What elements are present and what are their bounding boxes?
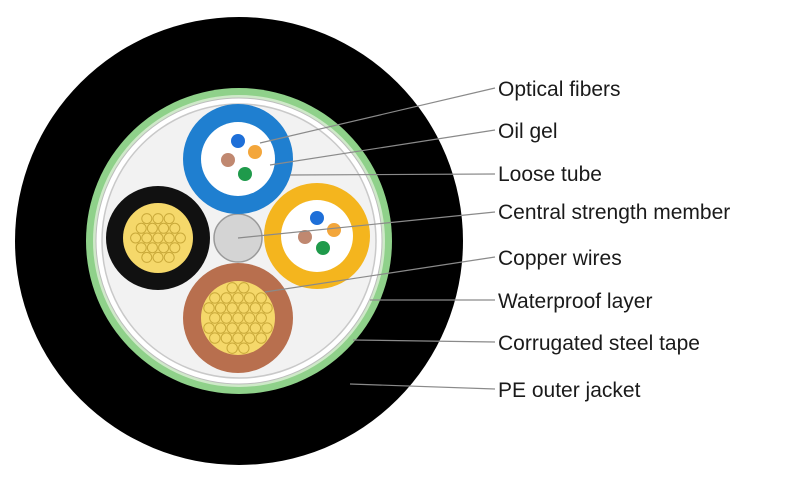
- fiber-blue: [231, 134, 245, 148]
- copper-wire-strand: [226, 322, 238, 334]
- leader-copper-wires: [264, 256, 496, 293]
- copper-wire-strand: [255, 292, 267, 304]
- copper-wire-strand: [214, 322, 227, 334]
- copper-wires: [130, 213, 186, 263]
- copper-wire-strand: [203, 302, 215, 314]
- copper-wire-strand: [174, 232, 186, 244]
- copper-wire-strand: [232, 292, 244, 304]
- copper-wire-strand: [243, 292, 256, 304]
- copper-wire-strand: [238, 302, 250, 314]
- copper-wire-strand: [238, 322, 250, 334]
- leader-loose-tube: [289, 173, 496, 176]
- label-oil-gel: Oil gel: [498, 120, 558, 143]
- copper-wire-strand: [261, 322, 273, 334]
- copper-wire-strand: [146, 222, 158, 234]
- label-copper-wires: Copper wires: [498, 247, 622, 270]
- fiber-brown: [221, 153, 235, 167]
- copper-wire-strand: [243, 332, 256, 344]
- copper-wire-strand: [141, 232, 153, 244]
- copper-wire-strand: [209, 292, 221, 304]
- fiber-green: [316, 241, 330, 255]
- copper-wire-strand: [158, 222, 170, 234]
- copper-wire-strand: [130, 232, 142, 244]
- copper-wire-strand: [220, 332, 233, 344]
- fiber-green: [238, 167, 252, 181]
- copper-wire-strand: [220, 312, 233, 324]
- copper-wire-strand: [146, 242, 158, 254]
- copper-wire-strand: [249, 302, 262, 314]
- fiber-orange: [327, 223, 341, 237]
- copper-wire-strand: [141, 213, 153, 225]
- copper-wire-strand: [135, 242, 147, 254]
- copper-wire-strand: [169, 222, 181, 234]
- copper-wire-strand: [169, 242, 181, 254]
- copper-wire-strand: [158, 242, 170, 254]
- label-loose-tube: Loose tube: [498, 163, 602, 186]
- loose-tube-blue: [183, 104, 293, 214]
- copper-wire-strand: [226, 342, 238, 354]
- copper-wire-strand: [249, 322, 262, 334]
- copper-wire-strand: [243, 312, 256, 324]
- copper-wire-strand: [163, 251, 175, 263]
- leader-oil-gel: [269, 129, 496, 166]
- copper-wire-strand: [255, 332, 267, 344]
- label-central-strength-member: Central strength member: [498, 201, 730, 224]
- copper-wire-strand: [209, 332, 221, 344]
- copper-wire-bundle-brown: [183, 263, 293, 373]
- copper-wire-strand: [141, 251, 153, 263]
- leader-central-strength-member: [237, 211, 496, 239]
- copper-wire-strand: [209, 312, 221, 324]
- loose-tube-orange: [264, 183, 370, 289]
- copper-wire-strand: [152, 213, 164, 225]
- copper-wire-strand: [220, 292, 233, 304]
- callout-labels: Optical fibers Oil gel Loose tube Centra…: [498, 78, 730, 402]
- copper-wire-bundle-black: [106, 186, 210, 290]
- fiber-orange: [248, 145, 262, 159]
- copper-wire-strand: [152, 251, 164, 263]
- copper-wire-strand: [214, 302, 227, 314]
- fiber-brown: [298, 230, 312, 244]
- fiber-blue: [310, 211, 324, 225]
- copper-wire-strand: [238, 342, 250, 354]
- cable-cross-section: [15, 17, 463, 465]
- label-optical-fibers: Optical fibers: [498, 78, 621, 101]
- label-corrugated-steel-tape: Corrugated steel tape: [498, 332, 700, 355]
- copper-wire-strand: [226, 282, 238, 294]
- copper-wire-strand: [226, 302, 238, 314]
- copper-wire-strand: [232, 312, 244, 324]
- copper-wires: [203, 282, 273, 354]
- copper-wire-strand: [163, 232, 175, 244]
- copper-wire-strand: [232, 332, 244, 344]
- copper-wire-strand: [152, 232, 164, 244]
- copper-wire-strand: [163, 213, 175, 225]
- label-pe-outer-jacket: PE outer jacket: [498, 379, 641, 402]
- copper-wire-strand: [135, 222, 147, 234]
- leader-pe-outer-jacket: [349, 383, 496, 390]
- copper-wire-strand: [261, 302, 273, 314]
- copper-wire-strand: [255, 312, 267, 324]
- leader-lines: [237, 87, 496, 390]
- copper-wire-strand: [238, 282, 250, 294]
- leader-optical-fibers: [259, 87, 496, 144]
- label-waterproof-layer: Waterproof layer: [498, 290, 652, 313]
- leader-corrugated-steel-tape: [352, 339, 496, 343]
- copper-wire-strand: [203, 322, 215, 334]
